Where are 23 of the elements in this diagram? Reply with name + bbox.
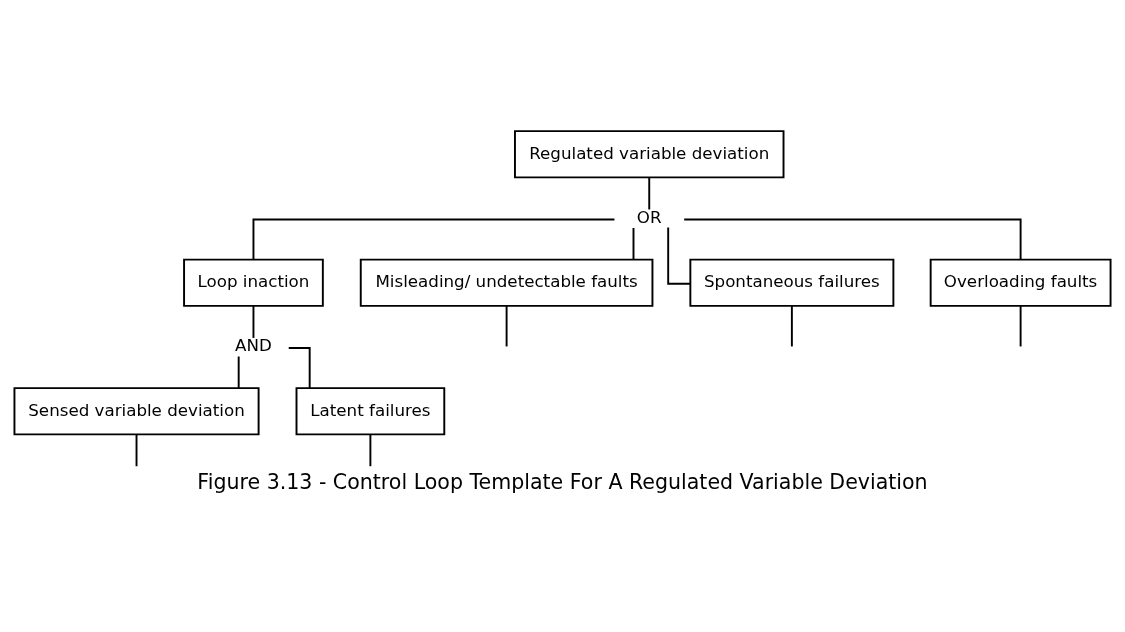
connector xyxy=(683,218,1022,261)
node-box: Sensed variable deviation xyxy=(13,387,260,436)
connector xyxy=(632,227,635,261)
node-box: Misleading/ undetectable faults xyxy=(359,258,654,307)
connector xyxy=(252,305,255,339)
node-box: Regulated variable deviation xyxy=(514,130,785,179)
connector xyxy=(135,433,138,468)
connector xyxy=(648,176,651,211)
connector xyxy=(287,347,311,389)
node-text: OR xyxy=(636,206,662,227)
connector xyxy=(1019,305,1022,348)
connector xyxy=(505,305,508,348)
connector xyxy=(667,226,692,285)
connector xyxy=(252,218,616,261)
node-box: Loop inaction xyxy=(183,258,324,307)
connector xyxy=(369,433,372,468)
node-box: Latent failures xyxy=(295,387,446,436)
connector xyxy=(237,355,240,389)
node-text: AND xyxy=(235,335,272,356)
connector xyxy=(790,305,793,348)
caption: Figure 3.13 - Control Loop Template For A Regulated Variable Deviation xyxy=(197,470,928,495)
node-box: Spontaneous failures xyxy=(689,258,895,307)
node-box: Overloading faults xyxy=(929,258,1112,307)
